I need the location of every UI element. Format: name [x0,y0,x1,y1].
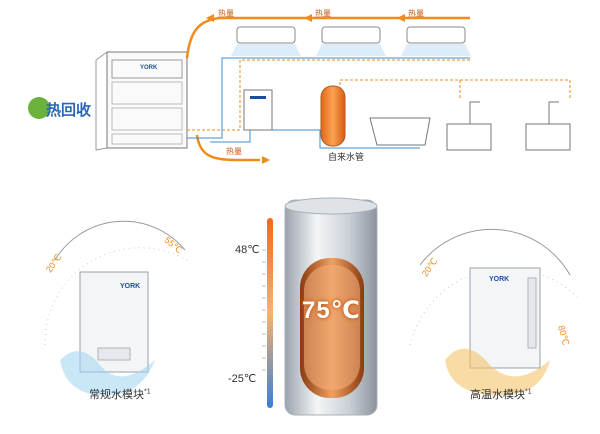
hot-arrows [206,14,405,164]
sink-icon [525,123,571,151]
left-module-unit [60,271,155,396]
left-caption-note: *1 [144,388,151,396]
right-module-unit [445,267,550,396]
right-module-brand: YORK [489,276,510,283]
right-gauge [409,228,581,346]
hot-water-tank-small [320,85,346,147]
heat-label: 热量 [315,9,331,18]
outdoor-unit [95,51,188,151]
cold-pipes [187,57,470,149]
heat-label: 热量 [226,147,242,156]
left-caption-text: 常规水模块 [89,389,144,401]
left-module-brand: YORK [120,283,141,290]
right-module-caption: 高温水模块*1 [470,386,532,402]
thermometer-low: -25℃ [228,373,257,385]
thermometer [267,218,273,408]
hot-water-tank [284,197,378,416]
heat-label: 热量 [218,9,234,18]
left-module-caption: 常规水模块*1 [89,386,151,402]
thermometer-high: 48℃ [235,244,260,256]
right-caption-text: 高温水模块 [470,389,525,401]
heat-recovery-badge: 热回收 [28,95,98,121]
tap-water-label: 自来水管 [328,152,365,162]
recycle-icon [28,97,50,119]
left-gauge [44,220,191,346]
bathtub-icon [369,117,431,146]
hot-pipes [185,16,470,162]
right-caption-note: *1 [525,388,532,396]
outdoor-unit-brand: YORK [140,65,158,71]
sink-icon [446,123,492,151]
tank-temperature: 75℃ [302,297,361,324]
heat-label: 热量 [408,9,424,18]
badge-text: 热回收 [46,102,92,119]
indoor-units [231,26,471,56]
